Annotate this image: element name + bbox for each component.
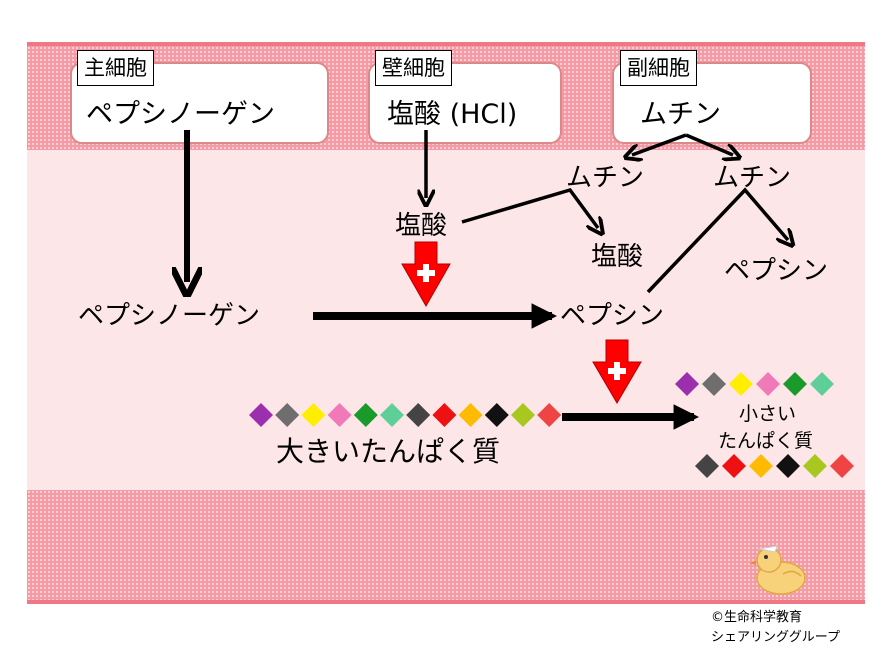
- amino-acid-diamond: [511, 403, 535, 427]
- large-protein-label: 大きいたんぱく質: [276, 435, 501, 468]
- amino-acid-diamond: [675, 372, 699, 396]
- pepsin-label: ペプシン: [560, 301, 665, 331]
- amino-acid-diamond: [695, 454, 719, 478]
- chief-cell-label: 主細胞: [77, 50, 154, 86]
- arrow-hcl-to-protected-hcl: [461, 187, 598, 228]
- parietal-cell-label: 壁細胞: [375, 50, 452, 86]
- pepsinogen-label: ペプシノーゲン: [78, 301, 261, 331]
- amino-acid-diamond: [810, 372, 834, 396]
- amino-acid-diamond: [783, 372, 807, 396]
- amino-acid-diamond: [301, 403, 326, 427]
- amino-acid-diamond: [830, 454, 854, 478]
- arrow-pepsin-to-protected-pepsin: [646, 187, 788, 294]
- amino-acid-diamond: [776, 454, 800, 478]
- chief-cell-pepsinogen: ペプシノーゲン: [86, 99, 275, 130]
- amino-acid-diamond: [756, 372, 780, 396]
- amino-acid-diamond: [353, 403, 378, 427]
- parietal-cell-hcl: 塩酸 (HCl): [387, 99, 518, 130]
- amino-acid-diamond: [722, 454, 746, 478]
- large-protein-chain: [249, 403, 562, 427]
- hcl-label: 塩酸: [395, 211, 448, 241]
- small-protein-label-line2: たんぱく質: [718, 430, 814, 452]
- amino-acid-diamond: [432, 403, 457, 427]
- amino-acid-diamond: [275, 403, 300, 427]
- amino-acid-diamond: [458, 403, 483, 427]
- small-protein-chain-top: [675, 372, 834, 396]
- arrow-mucin-to-right: [685, 133, 733, 155]
- amino-acid-diamond: [803, 454, 827, 478]
- credit-line2: シェアリンググループ: [711, 630, 840, 645]
- amino-acid-diamond: [729, 372, 753, 396]
- amino-acid-diamond: [406, 403, 431, 427]
- small-protein-chain-bottom: [695, 454, 854, 478]
- amino-acid-diamond: [702, 372, 726, 396]
- amino-acid-diamond: [484, 403, 509, 427]
- amino-acid-diamond: [537, 403, 562, 427]
- mucous-cell-label: 副細胞: [620, 50, 697, 86]
- credit-line1: ©生命科学教育: [711, 610, 803, 625]
- stomach-wall-bottom: [27, 490, 865, 604]
- amino-acid-diamond: [380, 403, 404, 427]
- arrow-mucin-to-left: [632, 133, 687, 155]
- hcl-activation-arrow: [401, 241, 451, 308]
- amino-acid-diamond: [749, 454, 773, 478]
- protected-pepsin-label: ペプシン: [724, 256, 829, 286]
- small-protein-label-line1: 小さい: [739, 403, 797, 425]
- amino-acid-diamond: [327, 403, 352, 427]
- mucin-left-label: ムチン: [566, 163, 645, 193]
- mucous-cell-mucin: ムチン: [640, 99, 721, 130]
- mucin-right-label: ムチン: [713, 163, 792, 193]
- chick-mascot-icon: [749, 545, 806, 595]
- amino-acid-diamond: [249, 403, 273, 427]
- pepsin-activation-arrow: [592, 339, 642, 404]
- protected-hcl-label: 塩酸: [591, 242, 644, 272]
